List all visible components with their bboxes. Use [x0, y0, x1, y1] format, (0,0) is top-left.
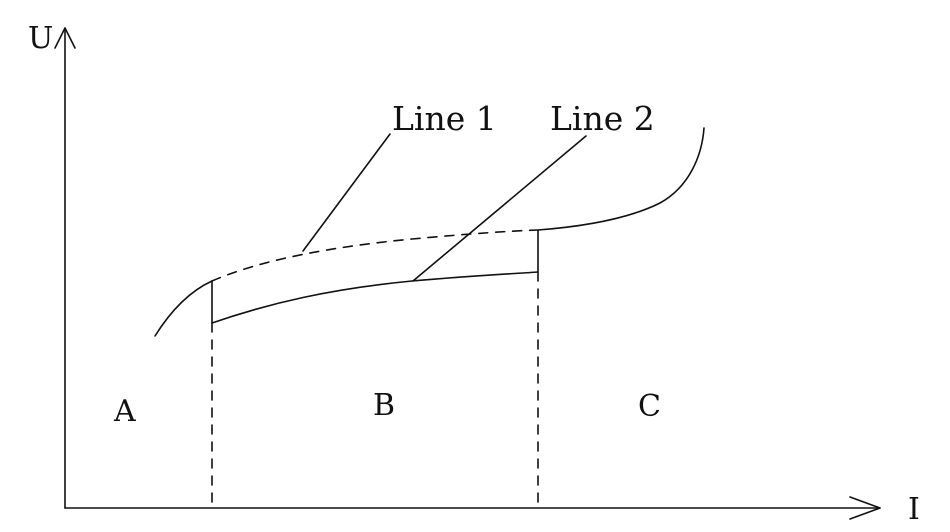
y-axis-arrowhead	[54, 27, 76, 49]
x-axis-arrowhead	[849, 496, 881, 520]
line-2-label: Line 2	[550, 99, 655, 138]
line-1-leader	[302, 133, 391, 252]
region-a-label: A	[113, 394, 136, 429]
x-axis-label: I	[908, 492, 920, 527]
line-1-label: Line 1	[392, 99, 497, 138]
region-dividers	[211, 229, 539, 509]
callout-labels: Line 1 Line 2	[392, 99, 655, 138]
line-2-leader	[412, 135, 587, 282]
axes: U I	[28, 21, 920, 527]
region-labels: A B C	[113, 388, 661, 429]
region-b-label: B	[373, 388, 395, 423]
line-1-curve	[211, 229, 539, 282]
region-c-label: C	[638, 389, 661, 424]
callout-leaders	[302, 133, 587, 282]
line-2-curve	[211, 271, 539, 324]
y-axis-label: U	[28, 21, 53, 56]
curve-region-c	[537, 127, 705, 231]
curves	[154, 127, 705, 337]
curve-region-a	[154, 280, 213, 337]
